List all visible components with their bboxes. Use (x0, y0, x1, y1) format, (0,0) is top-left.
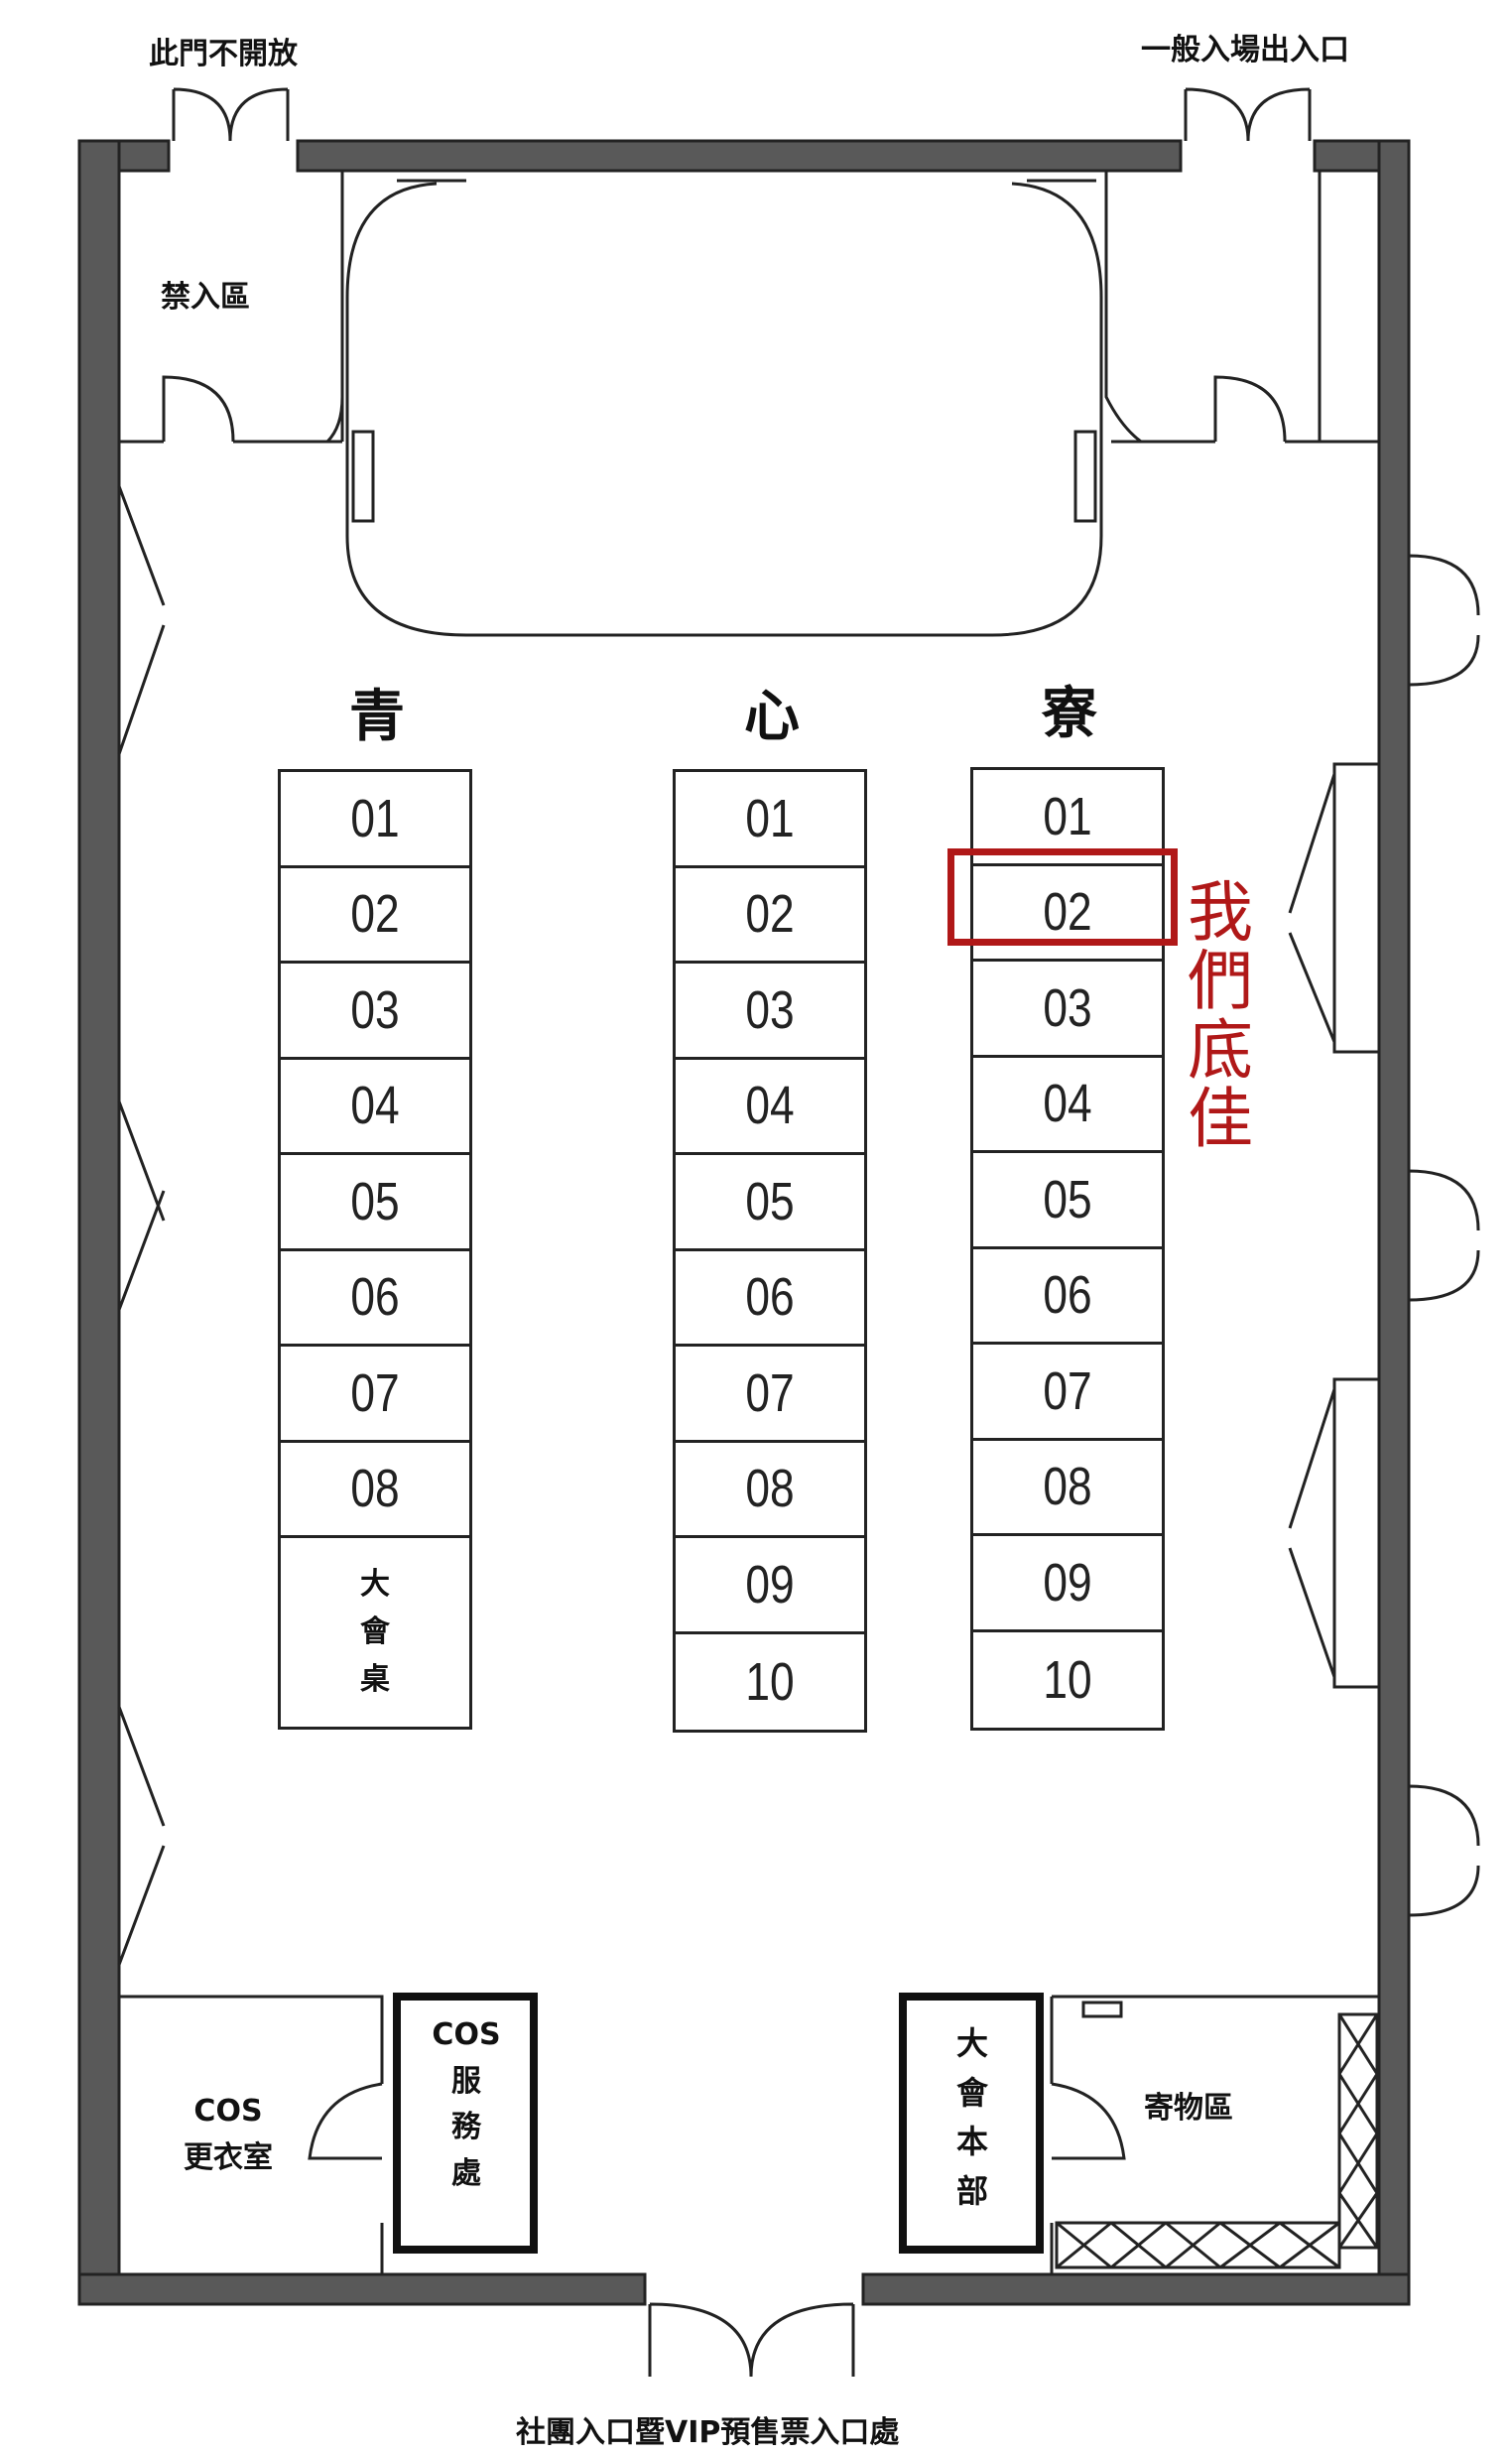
exit-right-2 (1407, 1169, 1480, 1302)
booth-3-10[interactable]: 10 (1043, 1649, 1092, 1710)
booth-2-10[interactable]: 10 (745, 1651, 795, 1712)
label-cos-room-line2: 更衣室 (184, 2139, 273, 2175)
cos-service-desk (393, 1993, 538, 2254)
stage-stair-left (351, 430, 375, 523)
label-door-closed: 此門不開放 (149, 37, 298, 71)
label-cos-room-line1: COS (193, 2094, 263, 2129)
booth-1-08[interactable]: 08 (281, 1443, 469, 1538)
column-header-2: 心 (744, 685, 800, 749)
booth-2-03[interactable]: 03 (676, 964, 864, 1060)
restricted-room-door (162, 375, 235, 443)
booth-1-05[interactable]: 05 (281, 1155, 469, 1251)
label-cos-service-line2: 服 (451, 2063, 481, 2099)
booth-column-2: 01 02 03 04 05 06 07 08 09 10 (673, 769, 867, 1733)
booth-2-04[interactable]: 04 (676, 1060, 864, 1155)
highlight-note-char4: 佳 (1188, 1080, 1253, 1157)
door-top-right (1184, 87, 1312, 142)
main-table-line2: 會 (360, 1615, 390, 1649)
column-header-3: 寮 (1042, 682, 1097, 746)
booth-1-01[interactable]: 01 (281, 772, 469, 868)
stage-outline (345, 182, 1103, 637)
highlight-note-char2: 們 (1188, 943, 1253, 1020)
booth-3-06[interactable]: 06 (973, 1249, 1162, 1345)
label-cos-service: COS 服 務 處 (417, 2012, 516, 2197)
storage-shelf-horizontal (1055, 2221, 1341, 2269)
stage-wing-left (325, 171, 344, 444)
window-left-3 (117, 1706, 166, 1966)
stage-stair-right (1073, 430, 1097, 523)
bay-right-2 (1288, 1377, 1379, 1689)
door-bottom (648, 2302, 855, 2378)
wall-bottom-right (861, 2272, 1411, 2306)
cos-room-door (308, 2082, 383, 2160)
label-hq-line3: 本 (955, 2123, 988, 2161)
exit-right-1 (1407, 554, 1480, 687)
label-restricted-area: 禁入區 (161, 280, 250, 315)
booth-2-08[interactable]: 08 (676, 1443, 864, 1538)
label-cos-service-line4: 處 (451, 2155, 481, 2191)
label-cos-service-line1: COS (432, 2017, 501, 2052)
booth-3-08[interactable]: 08 (973, 1441, 1162, 1536)
main-table-line3: 桌 (360, 1662, 390, 1697)
booth-1-02[interactable]: 02 (281, 868, 469, 964)
cos-room-walls (119, 1995, 384, 2274)
label-entrance-exit: 一般入場出入口 (1141, 33, 1349, 67)
storage-door (1051, 2082, 1126, 2160)
booth-3-03[interactable]: 03 (973, 962, 1162, 1058)
storage-shelf-vertical (1337, 2012, 1379, 2250)
highlight-note-char3: 底 (1188, 1011, 1253, 1089)
right-top-room-walls (1111, 171, 1379, 444)
label-storage: 寄物區 (1144, 2091, 1233, 2126)
label-cos-room: COS 更衣室 (159, 2089, 298, 2181)
wall-top-middle (296, 139, 1183, 173)
window-left-2 (117, 1100, 166, 1311)
exit-right-3 (1407, 1784, 1480, 1917)
stage-wing-right (1104, 171, 1142, 444)
storage-shelf-cross (1337, 2013, 1379, 2249)
label-bottom-entrance: 社團入口暨VIP預售票入口處 (516, 2415, 900, 2450)
booth-3-07[interactable]: 07 (973, 1345, 1162, 1441)
booth-1-04[interactable]: 04 (281, 1060, 469, 1155)
highlight-note-char1: 我 (1188, 874, 1253, 951)
highlight-note: 我 們 底 佳 (1181, 878, 1260, 1153)
label-hq: 大 會 本 部 (923, 2019, 1022, 2216)
booth-3-04[interactable]: 04 (973, 1058, 1162, 1153)
booth-2-07[interactable]: 07 (676, 1347, 864, 1443)
booth-1-07[interactable]: 07 (281, 1347, 469, 1443)
wall-left (77, 139, 121, 2306)
booth-1-main-table[interactable]: 大 會 桌 (281, 1538, 469, 1727)
wall-bottom-left (77, 2272, 647, 2306)
label-hq-line4: 部 (955, 2171, 988, 2210)
label-hq-line1: 大 (955, 2024, 988, 2062)
label-cos-service-line3: 務 (451, 2110, 481, 2144)
booth-column-3: 01 02 03 04 05 06 07 08 09 10 (970, 767, 1165, 1731)
storage-shelf-horizontal-cross (1056, 2221, 1340, 2269)
main-table-line1: 大 (360, 1567, 390, 1602)
booth-2-09[interactable]: 09 (676, 1538, 864, 1634)
booth-2-02[interactable]: 02 (676, 868, 864, 964)
booth-2-06[interactable]: 06 (676, 1251, 864, 1347)
right-top-room-door (1213, 375, 1287, 443)
booth-1-06[interactable]: 06 (281, 1251, 469, 1347)
booth-3-01[interactable]: 01 (973, 770, 1162, 866)
window-left-1 (117, 485, 166, 755)
booth-3-05[interactable]: 05 (973, 1153, 1162, 1249)
hq-desk (899, 1993, 1044, 2254)
booth-1-03[interactable]: 03 (281, 964, 469, 1060)
column-header-1: 青 (349, 685, 405, 749)
booth-3-02[interactable]: 02 (973, 866, 1162, 962)
highlight-marker (947, 848, 1178, 946)
booth-column-1: 01 02 03 04 05 06 07 08 大 會 桌 (278, 769, 472, 1730)
storage-sign (1081, 2001, 1123, 2018)
bay-right-1 (1288, 762, 1379, 1054)
door-top-left (172, 87, 290, 142)
booth-2-05[interactable]: 05 (676, 1155, 864, 1251)
wall-right (1377, 139, 1411, 2306)
main-table-label: 大 會 桌 (360, 1561, 390, 1704)
label-hq-line2: 會 (955, 2073, 988, 2112)
booth-3-09[interactable]: 09 (973, 1536, 1162, 1632)
booth-2-01[interactable]: 01 (676, 772, 864, 868)
storage-walls (1050, 1995, 1379, 2274)
